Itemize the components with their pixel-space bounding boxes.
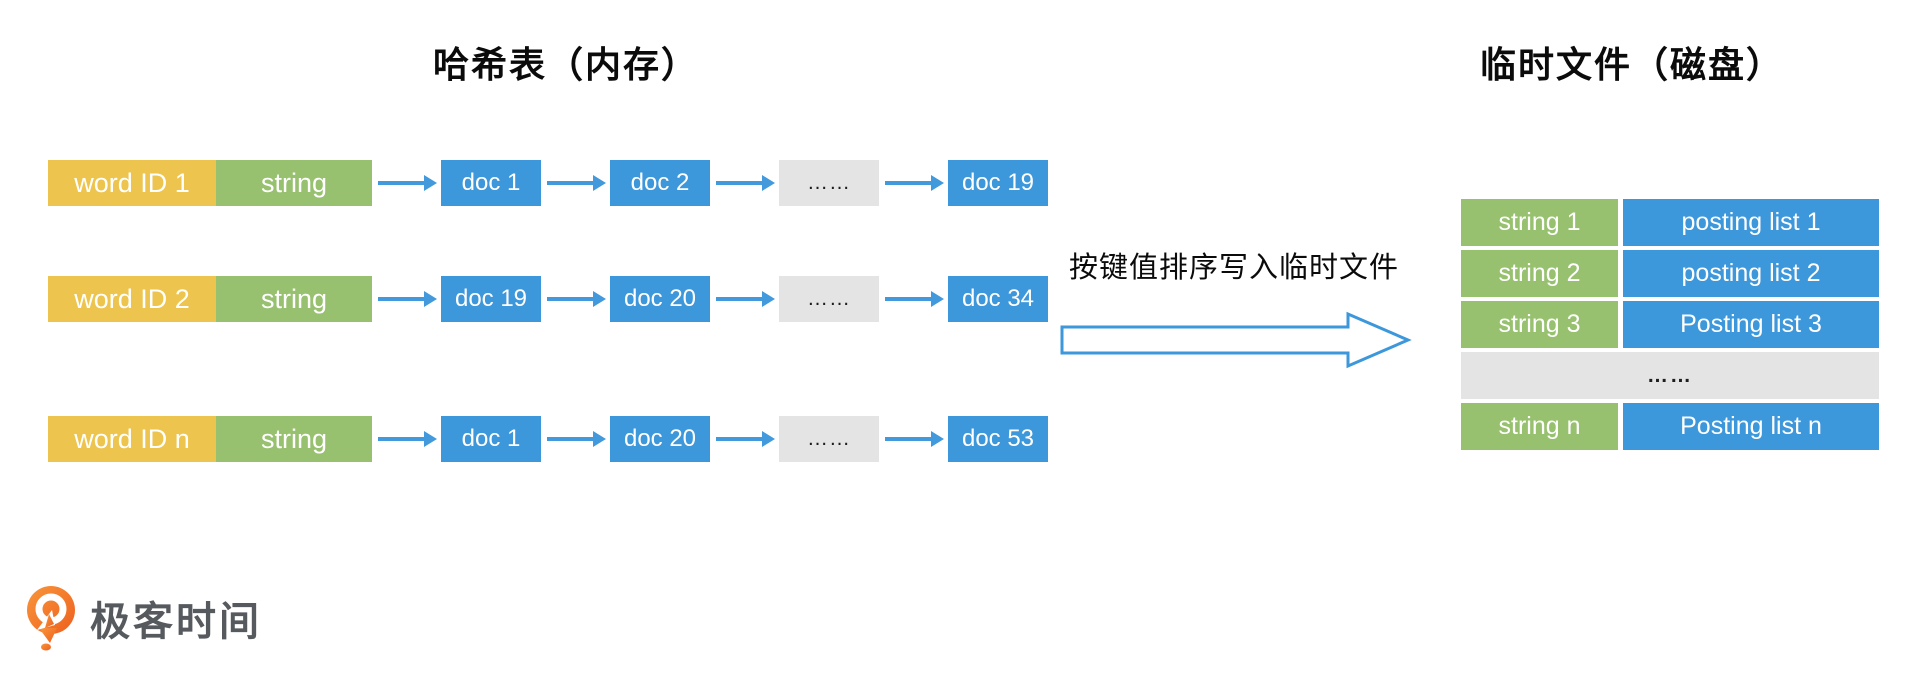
link-arrow-icon: [378, 181, 424, 185]
doc-cell: doc 1: [441, 160, 541, 206]
link-arrow-icon: [547, 181, 593, 185]
string-cell: string 1: [1461, 199, 1618, 246]
posting-list-cell: Posting list n: [1623, 403, 1879, 450]
doc-cell: doc 20: [610, 416, 710, 462]
doc-cell: doc 19: [948, 160, 1048, 206]
word-id-cell: word ID 1: [48, 160, 216, 206]
link-arrow-icon: [378, 297, 424, 301]
ellipsis-cell: ……: [779, 160, 879, 206]
string-cell: string: [216, 416, 372, 462]
link-arrow-icon: [547, 297, 593, 301]
link-arrow-icon: [885, 181, 931, 185]
link-arrow-icon: [885, 437, 931, 441]
hash-row-n: word ID n string doc 1 doc 20 …… doc 53: [48, 416, 1048, 462]
doc-cell: doc 2: [610, 160, 710, 206]
string-cell: string: [216, 276, 372, 322]
link-arrow-icon: [716, 297, 762, 301]
link-arrow-icon: [885, 297, 931, 301]
string-cell: string 3: [1461, 301, 1618, 348]
transfer-arrow-icon: [1060, 311, 1412, 369]
hash-row-2: word ID 2 string doc 19 doc 20 …… doc 34: [48, 276, 1048, 322]
posting-list-cell: posting list 1: [1623, 199, 1879, 246]
posting-list-cell: Posting list 3: [1623, 301, 1879, 348]
table-row: string 1 posting list 1: [1461, 199, 1879, 246]
link-arrow-icon: [378, 437, 424, 441]
link-arrow-icon: [547, 437, 593, 441]
doc-cell: doc 19: [441, 276, 541, 322]
string-cell: string: [216, 160, 372, 206]
word-id-cell: word ID n: [48, 416, 216, 462]
word-id-cell: word ID 2: [48, 276, 216, 322]
temp-file-title: 临时文件（磁盘）: [1479, 44, 1785, 85]
transfer-label: 按键值排序写入临时文件: [1068, 252, 1400, 284]
table-row: string 3 Posting list 3: [1461, 301, 1879, 348]
string-cell: string 2: [1461, 250, 1618, 297]
link-arrow-icon: [716, 181, 762, 185]
ellipsis-cell: ……: [779, 416, 879, 462]
string-cell: string n: [1461, 403, 1618, 450]
table-row: string n Posting list n: [1461, 403, 1879, 450]
geektime-logo-icon: [27, 586, 75, 651]
hash-table-title: 哈希表（内存）: [432, 44, 700, 85]
doc-cell: doc 1: [441, 416, 541, 462]
table-row: string 2 posting list 2: [1461, 250, 1879, 297]
link-arrow-icon: [716, 437, 762, 441]
ellipsis-cell: ……: [779, 276, 879, 322]
posting-list-cell: posting list 2: [1623, 250, 1879, 297]
doc-cell: doc 34: [948, 276, 1048, 322]
geektime-logo: 极客时间: [25, 584, 262, 652]
hash-row-1: word ID 1 string doc 1 doc 2 …… doc 19: [48, 160, 1048, 206]
doc-cell: doc 53: [948, 416, 1048, 462]
temp-file-table: string 1 posting list 1 string 2 posting…: [1461, 199, 1879, 454]
geektime-logo-text: 极客时间: [90, 600, 262, 644]
doc-cell: doc 20: [610, 276, 710, 322]
table-row-ellipsis: ……: [1461, 352, 1879, 399]
ellipsis-cell: ……: [1461, 352, 1879, 399]
